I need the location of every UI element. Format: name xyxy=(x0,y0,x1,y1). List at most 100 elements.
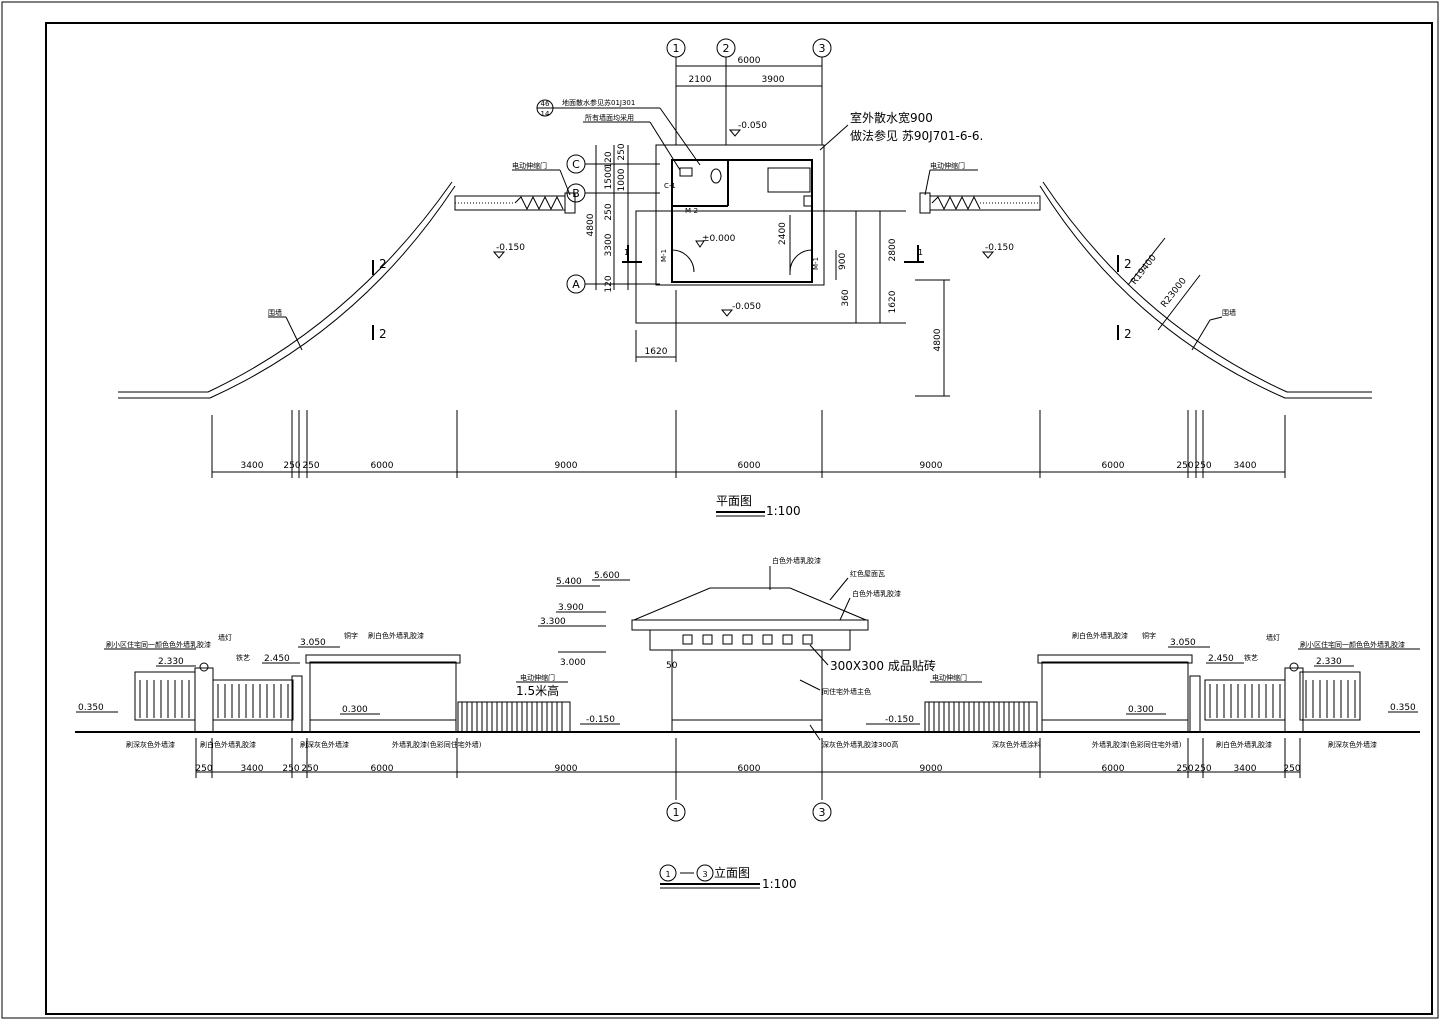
dim-right: 360 xyxy=(841,289,851,306)
note-copper-left: 铜字 xyxy=(344,631,358,640)
axis-label: C xyxy=(572,158,580,171)
elev-mark: 5.600 xyxy=(594,571,620,581)
title-axis-a: 1 xyxy=(665,870,670,879)
plan-dim: 9000 xyxy=(920,461,943,471)
elev-top: -0.050 xyxy=(738,121,767,131)
elev-mark: 2.450 xyxy=(264,654,290,664)
door-label: C-1 xyxy=(664,182,676,190)
note-gate-right: 电动伸缩门 xyxy=(932,673,967,682)
plan-dim: 250 xyxy=(302,461,319,471)
note-right-top: 刷小区住宅同一颜色色外墙乳胶漆 xyxy=(1300,640,1405,649)
elev-bottom: -0.050 xyxy=(732,302,761,312)
sign-wall-right xyxy=(1041,661,1189,733)
elev-dim: 250 xyxy=(282,764,299,774)
elev-dim: 6000 xyxy=(1102,764,1125,774)
guardhouse-outline xyxy=(655,144,825,286)
elev-dim: 9000 xyxy=(555,764,578,774)
tile-row xyxy=(682,634,813,645)
elevation-title: 1 3 立面图 1:100 xyxy=(659,864,797,891)
note-tile: 300X300 成品贴砖 xyxy=(830,658,936,673)
dim-1620: 1620 xyxy=(645,347,668,357)
elevation-scale: 1:100 xyxy=(762,877,797,891)
plan-gate-left: 电动伸缩门 xyxy=(512,161,547,170)
note-lamp-right: 墙灯 xyxy=(1266,633,1280,642)
elev-mark: 3.300 xyxy=(540,617,566,627)
inner-frame xyxy=(45,22,1433,1015)
elev-mark: 2.450 xyxy=(1208,654,1234,664)
dim-left: 250 xyxy=(617,143,627,160)
plan-dim: 250 xyxy=(283,461,300,471)
note-iron-left: 铁艺 xyxy=(236,653,250,662)
elev-dim: 3400 xyxy=(241,764,264,774)
plan-gate-right: 电动伸缩门 xyxy=(930,161,965,170)
dim-left-total: 4800 xyxy=(586,213,596,236)
elev-mark: 2.330 xyxy=(1316,657,1342,667)
section-2: 2 xyxy=(379,327,387,341)
axis-label: 3 xyxy=(819,806,826,819)
plan-dim: 250 xyxy=(1176,461,1193,471)
note-circle: 46 14 xyxy=(536,99,554,118)
dim-right: 2800 xyxy=(888,238,898,261)
plan-wall-left: 围墙 xyxy=(268,308,282,317)
note-circle-top: 46 xyxy=(541,100,550,108)
canopy-outline xyxy=(635,210,857,324)
dim-left: 250 xyxy=(604,203,614,220)
radius-1: R19400 xyxy=(1129,253,1159,287)
elev-dim: 3400 xyxy=(1234,764,1257,774)
note-deepgray2-right: 深灰色外墙涂料 xyxy=(992,740,1041,749)
note-iron-right: 铁艺 xyxy=(1244,653,1258,662)
axis-2-top: 2 xyxy=(716,38,736,58)
note-left-top: 刷小区住宅同一颜色色外墙乳胶漆 xyxy=(106,640,211,649)
note-white-left: 刷白色外墙乳胶漆 xyxy=(368,631,424,640)
note-deep-gray-left: 刷深灰色外墙漆 xyxy=(126,740,175,749)
axis-1-top: 1 xyxy=(666,38,686,58)
elevation-title-text: 立面图 xyxy=(714,865,750,880)
axis-label: 1 xyxy=(673,42,680,55)
axis-label: A xyxy=(572,278,580,291)
electric-gate-left xyxy=(457,701,571,733)
elev-axis-3: 3 xyxy=(812,802,832,822)
note-roof-tile: 红色屋面瓦 xyxy=(850,569,885,578)
dim-left: 1000 xyxy=(617,168,627,191)
elev-mark: -0.150 xyxy=(885,715,914,725)
plan-elev-right: -0.150 xyxy=(985,243,1014,253)
elev-axis-1: 1 xyxy=(666,802,686,822)
section-1-left: 1 xyxy=(624,248,629,257)
note-base: 深灰色外墙乳胶漆300高 xyxy=(822,740,898,749)
axis-label: 2 xyxy=(723,42,730,55)
note-1: 地面散水参见苏01J301 xyxy=(562,98,635,107)
elev-notes: 白色外墙乳胶漆 红色屋面瓦 白色外墙乳胶漆 300X300 成品贴砖 同住宅外墙… xyxy=(104,556,1420,749)
elev-mark: 0.300 xyxy=(1128,705,1154,715)
plan-title: 平面图 xyxy=(716,494,752,508)
elev-dim: 250 xyxy=(1283,764,1300,774)
elev-mark: 0.350 xyxy=(1390,703,1416,713)
elev-dim: 250 xyxy=(195,764,212,774)
note-white-bottom-left: 刷白色外墙乳胶漆 xyxy=(200,740,256,749)
elevation-view: 5.400 5.600 3.900 3.300 3.000 3.050 3.05… xyxy=(75,556,1420,891)
door-label: M-1 xyxy=(660,249,668,262)
note-white-bottom-right: 刷白色外墙乳胶漆 xyxy=(1216,740,1272,749)
plan-scale: 1:100 xyxy=(766,504,801,518)
plan-dim: 9000 xyxy=(555,461,578,471)
dim-top-part: 3900 xyxy=(762,75,785,85)
plan-dim: 250 xyxy=(1194,461,1211,471)
note-deep-gray-right: 刷深灰色外墙漆 xyxy=(1328,740,1377,749)
elev-markers: 5.400 5.600 3.900 3.300 3.000 3.050 3.05… xyxy=(76,571,1418,725)
axis-C: C xyxy=(566,154,586,174)
axis-3-top: 3 xyxy=(812,38,832,58)
plan-view: 1 2 3 6000 2100 3900 C B A xyxy=(118,38,1372,518)
note-circle-bottom: 14 xyxy=(541,110,550,118)
plan-dim-chain: 3400 250 250 6000 9000 6000 9000 6000 25… xyxy=(211,410,1286,478)
axis-A: A xyxy=(566,274,586,294)
section-2: 2 xyxy=(1124,327,1132,341)
inner-dim: 900 xyxy=(838,253,848,270)
note-roof-top: 白色外墙乳胶漆 xyxy=(772,556,821,565)
elev-dim: 6000 xyxy=(371,764,394,774)
title-axis-b: 3 xyxy=(702,870,707,879)
plan-dim: 3400 xyxy=(1234,461,1257,471)
guardhouse-roof xyxy=(633,587,867,621)
electric-gate-right xyxy=(924,701,1038,733)
dim-top-part: 2100 xyxy=(689,75,712,85)
axis-label: 3 xyxy=(819,42,826,55)
